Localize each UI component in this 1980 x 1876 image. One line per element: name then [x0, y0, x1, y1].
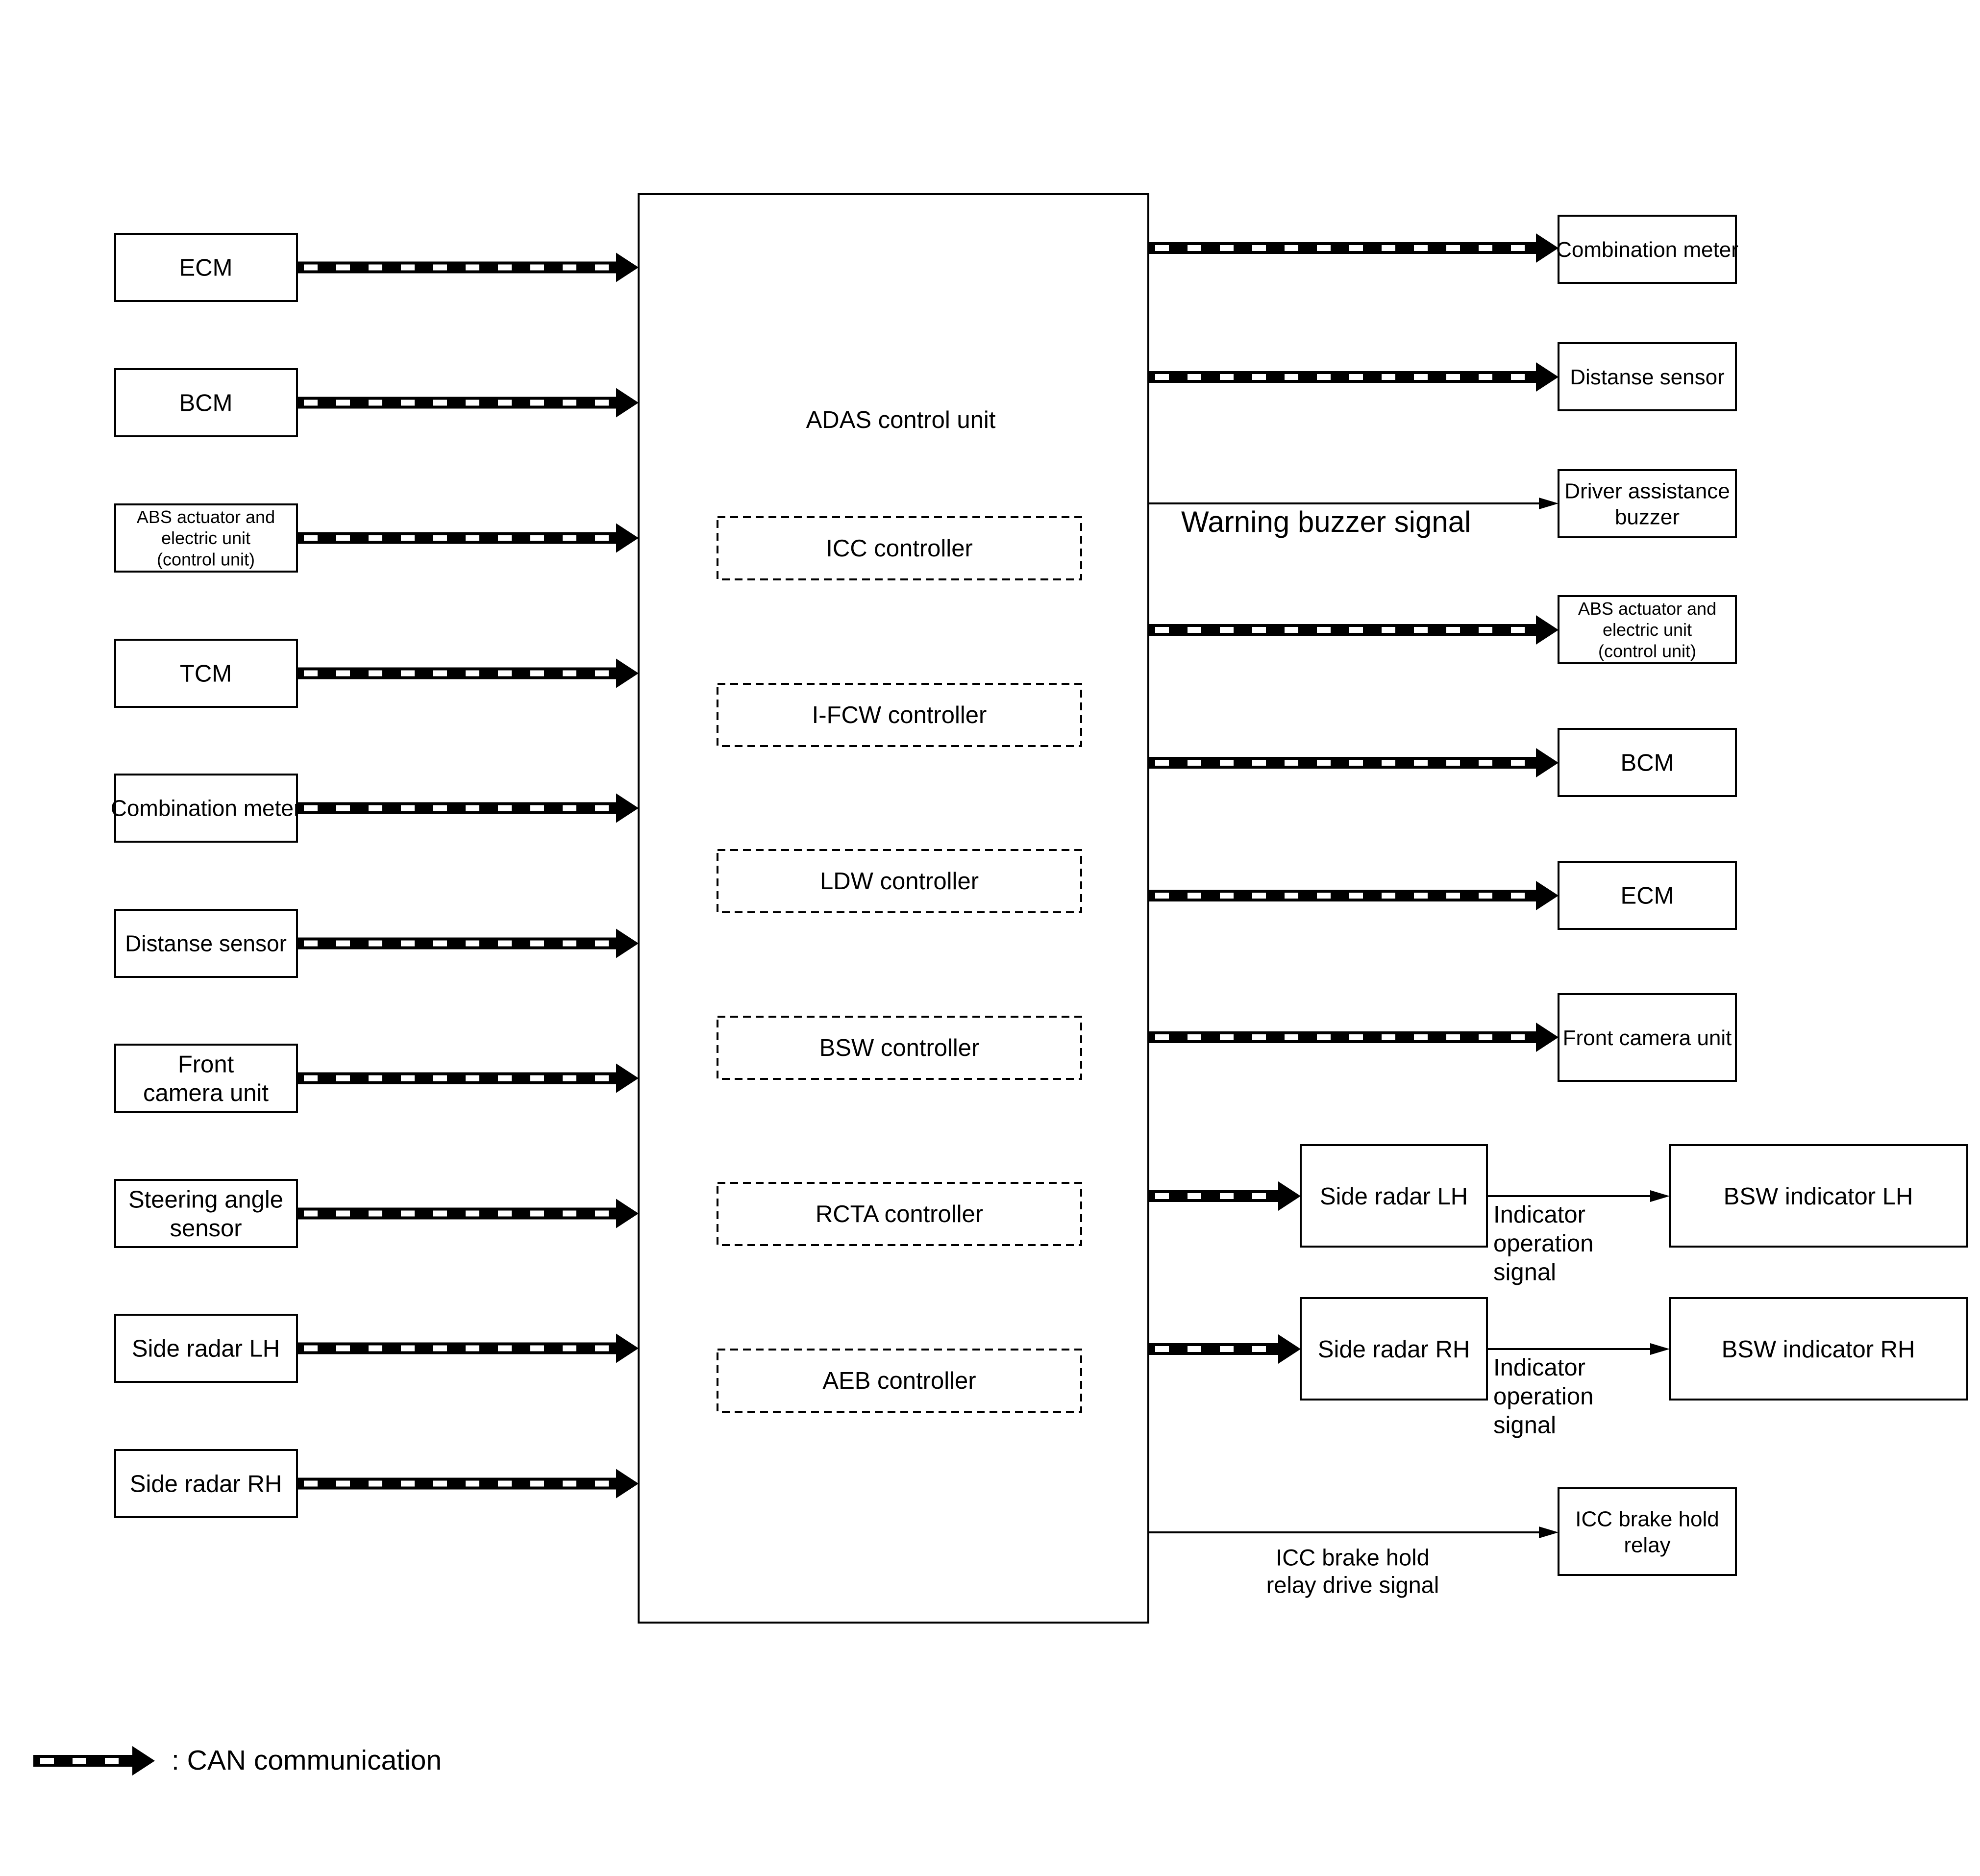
indicator-signal-label: signal: [1493, 1259, 1556, 1286]
input-label: Front: [178, 1051, 234, 1077]
can-arrow-output-7: [1148, 1023, 1559, 1052]
indicator-signal-label: operation: [1493, 1230, 1593, 1257]
input-box-9: [114, 1314, 298, 1383]
output-box-8: [1558, 1487, 1737, 1576]
input-label: Combination meter: [111, 796, 301, 821]
signal-arrow-indicator-1: [1487, 1190, 1670, 1202]
indicator-box-1: [1669, 1144, 1968, 1248]
input-label: sensor: [170, 1215, 242, 1242]
output-label: (control unit): [1598, 641, 1696, 661]
can-arrow-input-4: [297, 658, 639, 688]
icc-brake-hold-signal-label: ICC brake hold: [1276, 1544, 1430, 1570]
indicator-signal-label: Indicator: [1493, 1201, 1585, 1228]
icc-brake-hold-signal-label: relay drive signal: [1266, 1572, 1439, 1598]
input-box-2: [114, 368, 298, 437]
output-label: Distanse sensor: [1570, 365, 1724, 389]
legend-can-arrow: [33, 1746, 155, 1776]
legend-label: : CAN communication: [172, 1745, 442, 1776]
controller-label: ICC controller: [826, 535, 973, 562]
indicator-label: BSW indicator RH: [1722, 1336, 1915, 1363]
controller-2: [717, 683, 1082, 747]
output-label: ECM: [1621, 883, 1674, 909]
input-box-5: [114, 774, 298, 843]
input-box-1: [114, 233, 298, 302]
controller-3: [717, 849, 1082, 913]
can-arrow-input-5: [297, 793, 639, 823]
can-arrow-input-9: [297, 1333, 639, 1363]
input-label: Distanse sensor: [125, 931, 287, 956]
can-arrow-radar-1: [1148, 1181, 1301, 1211]
indicator-label: BSW indicator LH: [1724, 1183, 1913, 1210]
controller-6: [717, 1349, 1082, 1413]
controller-label: RCTA controller: [816, 1201, 983, 1227]
can-arrow-output-2: [1148, 362, 1559, 392]
can-arrow-input-7: [297, 1063, 639, 1093]
indicator-box-2: [1669, 1297, 1968, 1401]
input-box-10: [114, 1449, 298, 1518]
can-arrow-output-4: [1148, 615, 1559, 645]
input-label: Steering angle: [128, 1186, 283, 1213]
input-label: ECM: [179, 255, 233, 281]
indicator-signal-label: operation: [1493, 1383, 1593, 1410]
can-arrow-input-8: [297, 1199, 639, 1228]
can-arrow-input-10: [297, 1469, 639, 1499]
output-box-1: [1558, 215, 1737, 284]
output-label: ABS actuator and: [1578, 599, 1716, 619]
radar-label: Side radar LH: [1320, 1183, 1468, 1210]
output-label: electric unit: [1603, 620, 1692, 640]
output-box-7: [1558, 993, 1737, 1082]
input-label: electric unit: [161, 528, 250, 548]
controller-1: [717, 516, 1082, 580]
can-arrow-output-6: [1148, 881, 1559, 910]
input-label: Side radar RH: [130, 1471, 282, 1498]
can-arrow-input-6: [297, 928, 639, 958]
output-box-3: [1558, 469, 1737, 538]
radar-box-1: [1300, 1144, 1488, 1248]
warning-buzzer-signal-label: Warning buzzer signal: [1181, 505, 1471, 538]
output-label: Combination meter: [1556, 238, 1738, 262]
signal-arrow-output-8: [1148, 1526, 1559, 1538]
output-box-2: [1558, 342, 1737, 411]
output-box-5: [1558, 728, 1737, 797]
can-arrow-input-1: [297, 252, 639, 282]
output-box-4: [1558, 595, 1737, 664]
can-arrow-input-3: [297, 523, 639, 553]
indicator-signal-label: signal: [1493, 1412, 1556, 1439]
input-label: camera unit: [143, 1080, 269, 1106]
signal-arrow-indicator-2: [1487, 1343, 1670, 1355]
output-label: Front camera unit: [1563, 1026, 1732, 1050]
input-box-6: [114, 909, 298, 978]
controller-label: BSW controller: [819, 1035, 980, 1061]
can-arrow-input-2: [297, 388, 639, 418]
input-label: (control unit): [157, 549, 255, 569]
controller-label: I-FCW controller: [812, 702, 987, 728]
output-label: Driver assistance: [1564, 479, 1730, 503]
radar-label: Side radar RH: [1318, 1336, 1470, 1363]
input-box-4: [114, 639, 298, 708]
radar-box-2: [1300, 1297, 1488, 1401]
output-label: BCM: [1621, 750, 1674, 776]
output-label: relay: [1624, 1533, 1670, 1557]
adas-control-unit: [638, 193, 1149, 1624]
can-arrow-radar-2: [1148, 1334, 1301, 1364]
controller-4: [717, 1016, 1082, 1080]
controller-label: LDW controller: [820, 868, 979, 895]
signal-arrow-output-3: [1148, 498, 1559, 509]
input-label: ABS actuator and: [137, 507, 275, 527]
input-label: BCM: [179, 390, 233, 417]
output-box-6: [1558, 861, 1737, 930]
input-box-7: [114, 1044, 298, 1113]
input-label: TCM: [180, 661, 232, 687]
can-arrow-output-5: [1148, 748, 1559, 777]
output-label: ICC brake hold: [1575, 1507, 1719, 1531]
adas-control-unit-title: ADAS control unit: [806, 407, 996, 433]
output-label: buzzer: [1615, 505, 1680, 529]
controller-5: [717, 1182, 1082, 1246]
input-box-3: [114, 503, 298, 573]
can-arrow-output-1: [1148, 233, 1559, 263]
input-label: Side radar LH: [132, 1336, 280, 1362]
indicator-signal-label: Indicator: [1493, 1354, 1585, 1381]
controller-label: AEB controller: [822, 1368, 976, 1394]
